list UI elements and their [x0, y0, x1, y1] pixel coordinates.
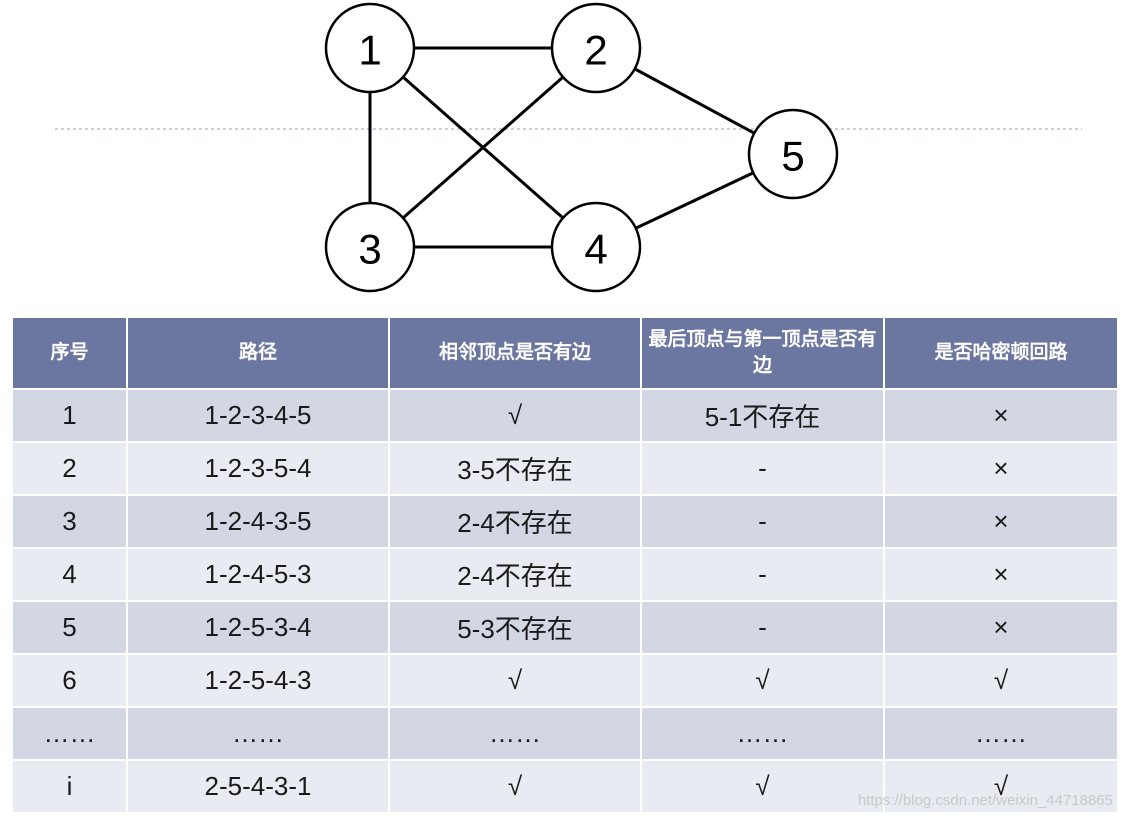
table-row: 3 1-2-4-3-5 2-4不存在 - × — [11, 494, 1119, 549]
hamiltonian-path-table: 序号 路径 相邻顶点是否有边 最后顶点与第一顶点是否有边 是否哈密顿回路 1 1… — [11, 316, 1119, 814]
cell-last-first-edge: √ — [640, 653, 885, 708]
graph-node-2: 2 — [550, 2, 642, 94]
cell-is-hamiltonian: × — [883, 600, 1119, 655]
node-label: 3 — [358, 226, 381, 273]
cell-is-hamiltonian: × — [883, 547, 1119, 602]
cell-index: …… — [11, 706, 128, 761]
cell-last-first-edge: 5-1不存在 — [640, 388, 885, 443]
cell-last-first-edge: - — [640, 441, 885, 496]
cell-path: …… — [126, 706, 390, 761]
cell-adjacent-edge: …… — [388, 706, 642, 761]
cell-path: 1-2-4-3-5 — [126, 494, 390, 549]
cell-index: 3 — [11, 494, 128, 549]
node-label: 4 — [584, 226, 607, 273]
cell-last-first-edge: - — [640, 494, 885, 549]
cell-adjacent-edge: 2-4不存在 — [388, 494, 642, 549]
cell-last-first-edge: √ — [640, 759, 885, 814]
table-row: 5 1-2-5-3-4 5-3不存在 - × — [11, 600, 1119, 655]
table-row: 6 1-2-5-4-3 √ √ √ — [11, 653, 1119, 708]
cell-is-hamiltonian: × — [883, 441, 1119, 496]
cell-index: 1 — [11, 388, 128, 443]
cell-adjacent-edge: √ — [388, 653, 642, 708]
node-circle — [324, 2, 416, 94]
node-circle — [747, 108, 839, 200]
cell-is-hamiltonian: × — [883, 388, 1119, 443]
cell-index: 6 — [11, 653, 128, 708]
graph-node-4: 4 — [550, 201, 642, 293]
header-is-hamiltonian: 是否哈密顿回路 — [883, 316, 1119, 390]
cell-path: 1-2-4-5-3 — [126, 547, 390, 602]
table-header-row: 序号 路径 相邻顶点是否有边 最后顶点与第一顶点是否有边 是否哈密顿回路 — [11, 316, 1119, 390]
cell-path: 1-2-5-3-4 — [126, 600, 390, 655]
node-circle — [324, 201, 416, 293]
node-label: 5 — [781, 133, 804, 180]
node-circle — [550, 201, 642, 293]
table-row: 2 1-2-3-5-4 3-5不存在 - × — [11, 441, 1119, 496]
cell-adjacent-edge: √ — [388, 388, 642, 443]
cell-adjacent-edge: 5-3不存在 — [388, 600, 642, 655]
cell-is-hamiltonian: × — [883, 494, 1119, 549]
node-label: 2 — [584, 27, 607, 74]
table-row: i 2-5-4-3-1 √ √ √ — [11, 759, 1119, 814]
graph-node-5: 5 — [747, 108, 839, 200]
cell-index: 2 — [11, 441, 128, 496]
graph-diagram: 1 2 3 4 5 — [55, 2, 1082, 293]
cell-last-first-edge: - — [640, 600, 885, 655]
cell-is-hamiltonian: …… — [883, 706, 1119, 761]
table-row: 1 1-2-3-4-5 √ 5-1不存在 × — [11, 388, 1119, 443]
node-label: 1 — [358, 27, 381, 74]
graph-edge-2-3 — [369, 46, 597, 249]
table-row: …… …… …… …… …… — [11, 706, 1119, 761]
cell-adjacent-edge: 2-4不存在 — [388, 547, 642, 602]
cell-adjacent-edge: 3-5不存在 — [388, 441, 642, 496]
cell-index: 5 — [11, 600, 128, 655]
graph-node-3: 3 — [324, 201, 416, 293]
header-adjacent-edge: 相邻顶点是否有边 — [388, 316, 642, 390]
cell-path: 2-5-4-3-1 — [126, 759, 390, 814]
cell-index: i — [11, 759, 128, 814]
cell-path: 1-2-3-5-4 — [126, 441, 390, 496]
cell-adjacent-edge: √ — [388, 759, 642, 814]
cell-index: 4 — [11, 547, 128, 602]
graph-node-1: 1 — [324, 2, 416, 94]
header-index: 序号 — [11, 316, 128, 390]
cell-last-first-edge: - — [640, 547, 885, 602]
cell-path: 1-2-5-4-3 — [126, 653, 390, 708]
cell-is-hamiltonian: √ — [883, 759, 1119, 814]
header-last-first-edge: 最后顶点与第一顶点是否有边 — [640, 316, 885, 390]
cell-is-hamiltonian: √ — [883, 653, 1119, 708]
node-circle — [550, 2, 642, 94]
watermark-text: https://blog.csdn.net/weixin_44718865 — [857, 792, 1113, 809]
cell-path: 1-2-3-4-5 — [126, 388, 390, 443]
table-row: 4 1-2-4-5-3 2-4不存在 - × — [11, 547, 1119, 602]
cell-last-first-edge: …… — [640, 706, 885, 761]
header-path: 路径 — [126, 316, 390, 390]
